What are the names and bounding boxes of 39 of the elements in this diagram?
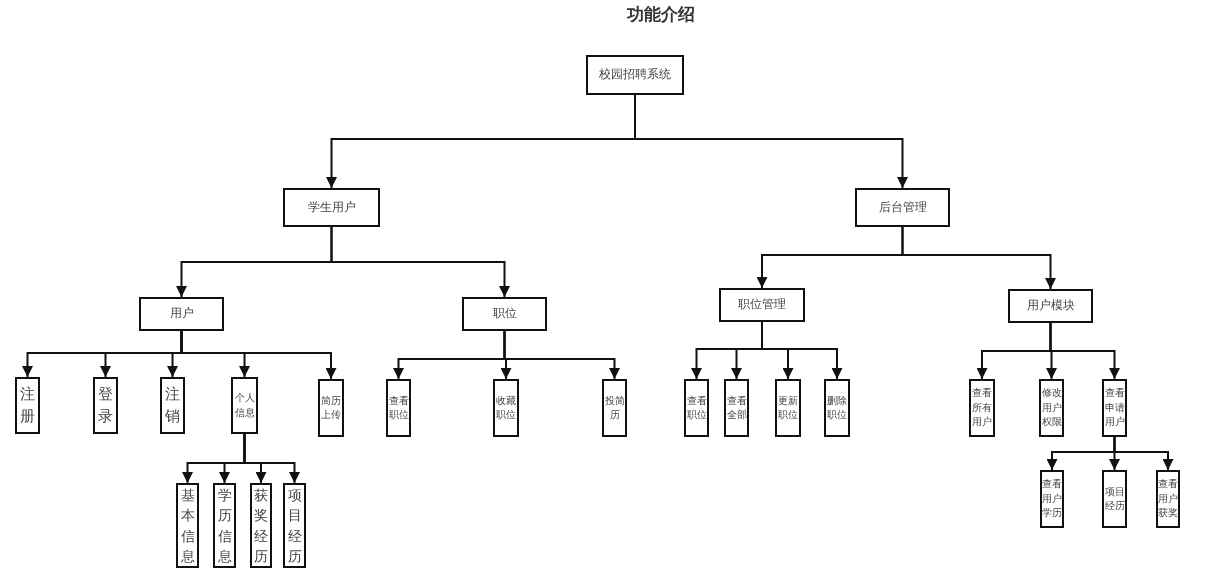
process-box: 查看申请用户 [1102,379,1127,437]
process-box: 登录 [93,377,118,434]
process-box: 删除职位 [824,379,850,437]
process-box: 投简历 [602,379,627,437]
arrow [761,321,843,380]
process-box: 后台管理 [855,188,950,227]
process-box: 职位管理 [719,288,805,322]
process-box: 注销 [160,377,185,434]
title: 功能介绍 [627,4,695,25]
process-box: 用户 [139,297,224,331]
arrow [1049,322,1120,380]
process-box: 收藏职位 [493,379,519,437]
process-box: 查看职位 [386,379,411,437]
process-box: 获奖经历 [250,483,272,568]
arrow [503,330,620,380]
process-box: 更新职位 [775,379,801,437]
process-box: 学历信息 [213,483,236,568]
arrow [330,226,510,298]
process-box: 职位 [462,297,547,331]
process-box: 项目经历 [1102,470,1127,528]
process-box: 简历上传 [318,379,344,437]
process-box: 基本信息 [176,483,199,568]
process-box: 查看职位 [684,379,709,437]
process-box: 校园招聘系统 [586,55,684,95]
process-box: 注册 [15,377,40,434]
arrow [901,226,1056,290]
process-box: 查看全部 [724,379,749,437]
process-box: 查看所有用户 [969,379,995,437]
process-box: 个人信息 [231,377,258,434]
process-box: 学生用户 [283,188,380,227]
arrow [243,433,300,484]
process-box: 查看用户学历 [1040,470,1064,528]
process-box: 项目经历 [283,483,306,568]
arrow [1113,436,1174,471]
arrow [180,330,337,380]
process-box: 查看用户获奖 [1156,470,1180,528]
process-box: 修改用户权限 [1039,379,1064,437]
arrow [634,94,908,189]
process-box: 用户模块 [1008,289,1093,323]
